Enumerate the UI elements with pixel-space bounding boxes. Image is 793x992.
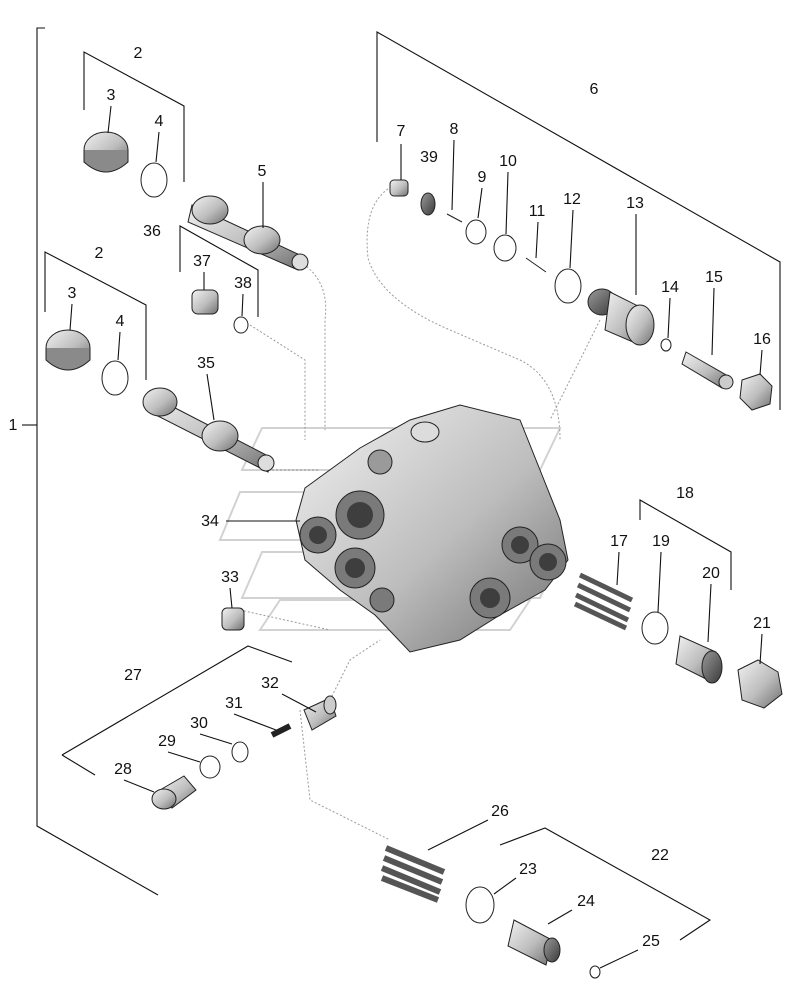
part-valve-13 <box>587 288 655 346</box>
label-9: 9 <box>478 169 487 186</box>
label-20: 20 <box>702 565 720 582</box>
label-14: 14 <box>661 279 679 296</box>
label-5: 5 <box>258 163 267 180</box>
label-2-top: 2 <box>134 45 143 62</box>
label-4-middle: 4 <box>116 313 125 330</box>
part-ring-25 <box>589 965 601 979</box>
part-spring-26 <box>380 845 446 903</box>
callout-labels: 1 2 3 4 5 6 7 39 8 9 10 11 12 13 14 15 1… <box>9 45 771 950</box>
label-1: 1 <box>9 417 18 434</box>
leader-lines <box>22 27 781 941</box>
part-ring-9 <box>465 219 487 245</box>
label-3-middle: 3 <box>68 285 77 302</box>
part-ring-30 <box>231 741 249 763</box>
label-13: 13 <box>626 195 644 212</box>
label-pointers <box>69 105 763 969</box>
label-26: 26 <box>491 803 509 820</box>
label-17: 17 <box>610 533 628 550</box>
part-ring-4-middle <box>101 360 129 396</box>
label-38: 38 <box>234 275 252 292</box>
label-3-top: 3 <box>107 87 116 104</box>
part-plug-37 <box>191 289 219 315</box>
label-16: 16 <box>753 331 771 348</box>
label-11: 11 <box>529 203 546 220</box>
label-6: 6 <box>590 81 599 98</box>
label-25: 25 <box>642 933 660 950</box>
part-pin-8 <box>446 213 463 223</box>
part-screen-39 <box>420 192 436 216</box>
label-28: 28 <box>114 761 132 778</box>
part-ring-4-top <box>140 162 168 198</box>
label-18: 18 <box>676 485 694 502</box>
label-21: 21 <box>753 615 771 632</box>
part-spring-31 <box>270 723 292 738</box>
label-12: 12 <box>563 191 581 208</box>
part-spring-11 <box>525 257 547 273</box>
label-19: 19 <box>652 533 670 550</box>
part-sleeve-32 <box>303 695 337 731</box>
label-22: 22 <box>651 847 669 864</box>
part-nut-21 <box>737 659 783 709</box>
label-7: 7 <box>397 123 406 140</box>
label-24: 24 <box>577 893 595 910</box>
phantom-lines <box>239 184 601 841</box>
part-fitting-24 <box>507 919 561 966</box>
label-23: 23 <box>519 861 537 878</box>
part-ring-23 <box>465 886 495 924</box>
part-ring-38 <box>233 316 249 334</box>
label-33: 33 <box>221 569 239 586</box>
part-ring-19 <box>641 611 669 645</box>
label-15: 15 <box>705 269 723 286</box>
part-valve-body-34 <box>295 404 569 653</box>
label-36: 36 <box>143 223 161 240</box>
part-ring-29 <box>199 755 221 779</box>
part-plug-3-top <box>83 131 129 173</box>
part-ring-12 <box>554 268 582 304</box>
label-31: 31 <box>225 695 243 712</box>
part-spool-5 <box>187 195 309 271</box>
label-27: 27 <box>124 667 142 684</box>
label-4-top: 4 <box>155 113 164 130</box>
label-34: 34 <box>201 513 219 530</box>
label-10: 10 <box>499 153 517 170</box>
label-37: 37 <box>193 253 211 270</box>
part-pin-15 <box>681 351 734 390</box>
part-nut-16 <box>739 373 773 411</box>
part-plug-3-middle <box>45 329 91 371</box>
part-screw-28 <box>151 775 197 810</box>
part-spool-35 <box>142 387 275 473</box>
label-35: 35 <box>197 355 215 372</box>
label-39: 39 <box>420 149 438 166</box>
part-plug-7 <box>389 179 409 197</box>
part-spring-17 <box>573 572 634 631</box>
label-2-middle: 2 <box>95 245 104 262</box>
part-plug-33 <box>221 607 245 631</box>
label-32: 32 <box>261 675 279 692</box>
part-ring-10 <box>493 234 517 262</box>
label-8: 8 <box>450 121 459 138</box>
part-cap-20 <box>675 635 723 684</box>
label-30: 30 <box>190 715 208 732</box>
part-ring-14 <box>660 338 672 352</box>
label-29: 29 <box>158 733 176 750</box>
